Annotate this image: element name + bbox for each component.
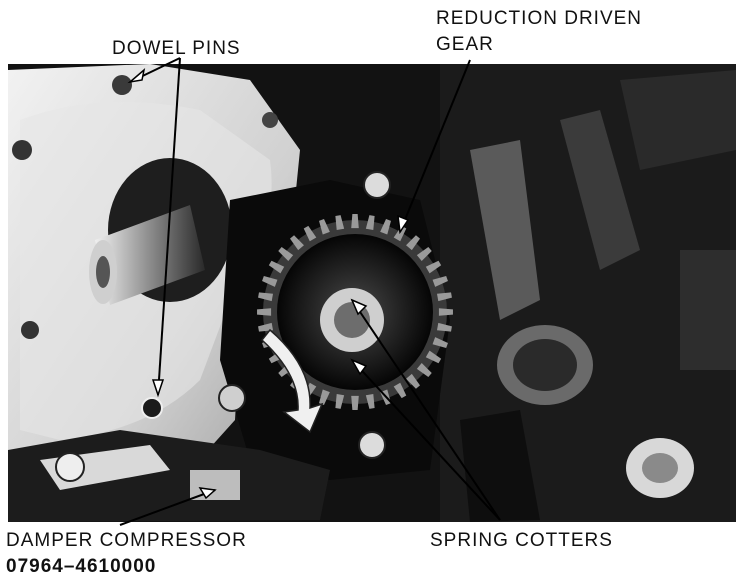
gear-tooth (278, 247, 294, 261)
gear-tooth (365, 215, 375, 231)
dowel-pin (141, 397, 163, 419)
label-damper-compressor-part-number: 07964–4610000 (6, 556, 157, 577)
gear-tooth (258, 292, 274, 302)
arrowhead (350, 298, 368, 316)
gear-tooth (425, 260, 442, 274)
gear-tooth (268, 260, 285, 274)
label-reduction-driven-gear-line2: GEAR (436, 34, 494, 55)
gear-tooth (416, 363, 432, 377)
gear-tooth (436, 292, 452, 302)
reduction-driven-gear (257, 214, 453, 410)
label-reduction-driven-gear-line1: REDUCTION DRIVEN (436, 8, 643, 29)
gear-tooth (262, 276, 278, 287)
gear-tooth (406, 235, 420, 251)
bolt (218, 384, 246, 412)
arrowhead (198, 487, 217, 500)
label-spring-cotters: SPRING COTTERS (430, 530, 613, 551)
leader-spring-cotter-2 (351, 359, 501, 521)
gear-tooth (432, 337, 448, 348)
gear-tooth (380, 219, 391, 235)
label-damper-compressor: DAMPER COMPRESSOR (6, 530, 247, 551)
gear-tooth (393, 225, 407, 242)
arrowhead (151, 379, 165, 398)
gear-tooth (416, 247, 432, 261)
gear-tooth (335, 215, 345, 231)
gear-tooth (303, 225, 317, 242)
gear-tooth (438, 308, 453, 316)
gear-tooth (351, 214, 359, 229)
gear-tooth (393, 382, 407, 399)
gear-tooth (258, 322, 274, 332)
leader-reduction-gear (399, 59, 471, 233)
arrowhead (127, 68, 146, 84)
leader-spring-cotter-1 (351, 299, 501, 521)
gear-tooth (406, 373, 420, 389)
gear-tooth (290, 235, 304, 251)
gear-tooth (319, 219, 330, 235)
gear-tooth (436, 322, 452, 332)
gear-tooth (257, 308, 272, 316)
gear-tooth (432, 276, 448, 287)
arrowhead (397, 214, 410, 235)
gear-tooth (351, 395, 359, 410)
rotation-arrow (260, 328, 324, 434)
gear-tooth (319, 389, 330, 405)
engine-right-area (440, 64, 736, 522)
leader-damper-compressor (119, 489, 216, 526)
damper-compressor-tool (8, 430, 330, 522)
bolt (358, 431, 386, 459)
arrowhead (350, 358, 368, 376)
gear-tooth (425, 350, 442, 364)
gear-tooth (365, 393, 375, 409)
leader-dowel-pin-2 (157, 57, 181, 396)
label-dowel-pins: DOWEL PINS (112, 38, 241, 59)
bolt (363, 171, 391, 199)
output-shaft (89, 158, 232, 305)
gear-tooth (335, 393, 345, 409)
